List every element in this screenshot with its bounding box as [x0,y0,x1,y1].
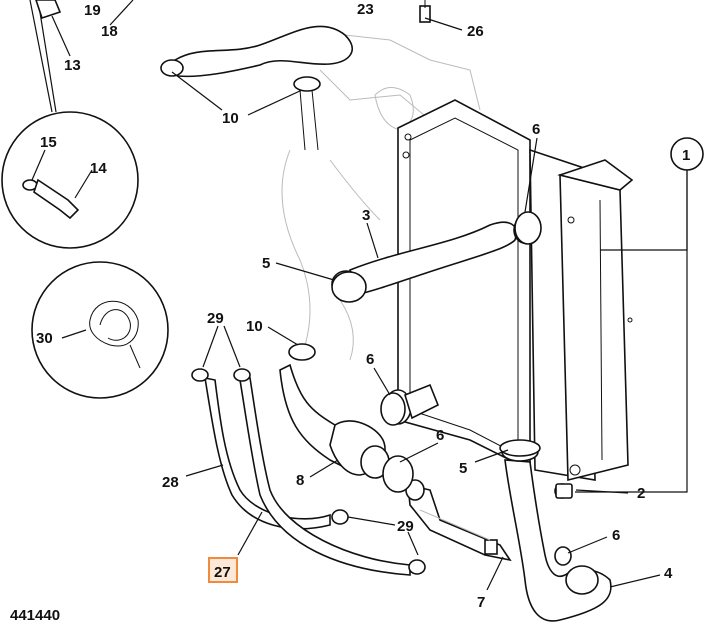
tubes-27-28 [191,368,426,576]
engine-ghost-outline [281,29,481,361]
label-27: 27 [214,564,231,581]
label-5-lower: 5 [459,460,467,477]
clip-13 [35,0,62,20]
leader-lines [31,0,688,591]
label-6-lower: 6 [436,427,444,444]
label-26: 26 [467,23,484,40]
label-15: 15 [40,134,57,151]
label-10-mid: 10 [246,318,263,335]
label-6-mid: 6 [366,351,374,368]
label-4: 4 [664,565,673,582]
inset-detail-30 [31,261,169,399]
label-28: 28 [162,474,179,491]
hose-8 [279,343,390,479]
callout-circle-1 [670,137,704,171]
radiator-assembly [397,99,634,482]
label-29-lower: 29 [397,518,414,535]
label-5-upper: 5 [262,255,270,272]
label-14: 14 [90,160,107,177]
label-8: 8 [296,472,304,489]
label-6-top: 6 [532,121,540,138]
label-29-upper: 29 [207,310,224,327]
reference-number: 441440 [10,607,60,624]
label-23: 23 [357,1,374,18]
drain-plug-2 [555,483,573,499]
upper-hose [160,25,353,151]
part-labels: 19 18 23 26 13 10 15 14 6 1 3 5 29 10 30… [10,1,690,624]
fitting-26 [419,0,431,23]
label-1: 1 [682,147,690,164]
hose-7 [405,479,512,562]
label-3: 3 [362,207,370,224]
label-13: 13 [64,57,81,74]
label-7: 7 [477,594,485,611]
hose-4 [501,442,612,622]
label-10-top: 10 [222,110,239,127]
inset-detail-14-15 [1,0,139,249]
label-30: 30 [36,330,53,347]
label-6-bottom: 6 [612,527,620,544]
label-2: 2 [637,485,645,502]
label-18: 18 [101,23,118,40]
highlight-box-27 [208,557,238,583]
label-19: 19 [84,2,101,19]
